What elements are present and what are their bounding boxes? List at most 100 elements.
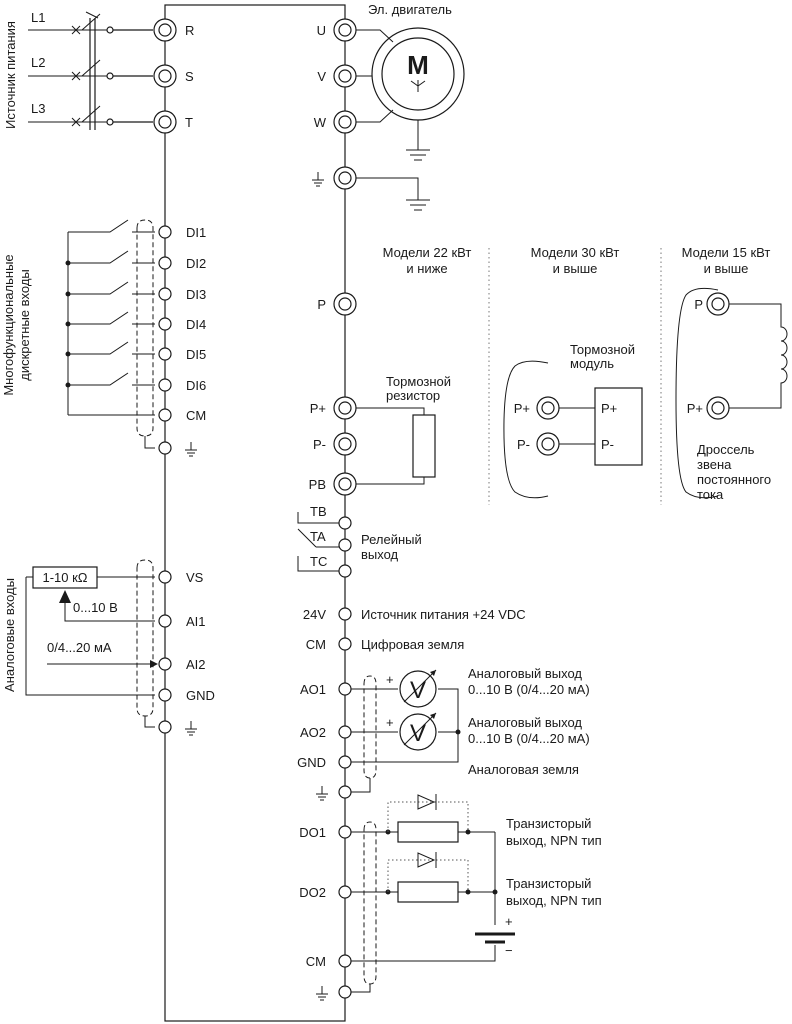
dc-choke-variant: Модели 15 кВт и выше P P+ Дроссель звена… [675, 245, 788, 502]
terminal-pplus-label: P+ [310, 401, 326, 416]
terminal-24v-label: 24V [303, 607, 326, 622]
di-terminals [158, 225, 172, 455]
choke-p-label: P [694, 297, 703, 312]
terminal-di3-label: DI3 [186, 287, 206, 302]
power-source: Источник питания L1 L2 L3 [3, 10, 153, 130]
choke-line4: тока [697, 487, 724, 502]
relay-output: TB TA TC Релейный выход [297, 504, 422, 578]
terminal-do2-label: DO2 [299, 885, 326, 900]
terminal-di5-label: DI5 [186, 347, 206, 362]
motor-inner-circle [381, 37, 455, 111]
terminal-di2-label: DI2 [186, 256, 206, 271]
current-arrow-icon [150, 660, 158, 668]
terminal-ai2-label: AI2 [186, 657, 206, 672]
terminal-v-label: V [317, 69, 326, 84]
model-15kw-line1: Модели 15 кВт [682, 245, 771, 260]
terminal-p-label: P [317, 297, 326, 312]
terminal-ao1-label: AO1 [300, 682, 326, 697]
voltage-range-label: 0...10 В [73, 600, 118, 615]
analog-outputs: AO1 AO2 GND V V + + Аналоговый выход 0..… [297, 666, 590, 801]
earth-terminal [312, 166, 430, 211]
terminal-tb-label: TB [310, 504, 327, 519]
inverter-body [164, 4, 346, 1022]
battery-minus: − [505, 943, 513, 958]
brake-module [594, 387, 643, 466]
do1-description-line1: Транзисторый [506, 816, 591, 831]
terminal-pb-label: PB [309, 477, 326, 492]
digital-ground-description: Цифровая земля [361, 637, 464, 652]
do2-description-line2: выход, NPN тип [506, 893, 602, 908]
diode-do2-icon [417, 852, 437, 868]
brake-module-line1: Тормозной [570, 342, 635, 357]
load-do1 [397, 821, 459, 843]
choke-line2: звена [697, 457, 732, 472]
terminal-ta-label: TA [310, 529, 326, 544]
do2-description-line1: Транзисторый [506, 876, 591, 891]
analog-inputs-title: Аналоговые входы [2, 578, 17, 692]
supply-24v-description: Источник питания +24 VDC [361, 607, 526, 622]
model-22kw-line2: и ниже [406, 261, 447, 276]
motor-symbol: M [407, 50, 429, 80]
voltmeter-ao2 [399, 713, 437, 751]
main-power-terminals: R S T [153, 18, 194, 134]
voltmeter-ao1 [399, 670, 437, 708]
battery [475, 932, 515, 944]
terminal-tc-label: TC [310, 554, 327, 569]
terminal-ao-gnd-label: GND [297, 755, 326, 770]
terminal-do1-label: DO1 [299, 825, 326, 840]
brake-module-pminus-side: P- [517, 437, 530, 452]
battery-plus: + [505, 914, 513, 929]
diode-do1-icon [417, 794, 437, 810]
current-range-label: 0/4...20 мА [47, 640, 112, 655]
relay-label-line2: выход [361, 547, 399, 562]
choke-line3: постоянного [697, 472, 771, 487]
terminal-pminus-label: P- [313, 437, 326, 452]
choke-line1: Дроссель [697, 442, 755, 457]
choke-pplus-label: P+ [687, 401, 703, 416]
digital-inputs-title-line1: Многофункциональные [1, 254, 16, 395]
do1-description-line2: выход, NPN тип [506, 833, 602, 848]
terminal-s-label: S [185, 69, 194, 84]
ao2-description-line1: Аналоговый выход [468, 715, 582, 730]
terminal-ai1-label: AI1 [186, 614, 206, 629]
brake-module-pminus-label: P- [601, 437, 614, 452]
voltmeter-ao2-symbol: V [410, 720, 426, 747]
ao1-description-line1: Аналоговый выход [468, 666, 582, 681]
terminal-r-label: R [185, 23, 194, 38]
digital-inputs-title-line2: дискретные входы [17, 269, 32, 381]
ao2-plus: + [386, 715, 394, 730]
phase-l2-label: L2 [31, 55, 45, 70]
brake-module-pplus-side: P+ [514, 401, 530, 416]
brake-resistor-line2: резистор [386, 388, 440, 403]
dc-bus: Модели 22 кВт и ниже P P+ P- PB Тормозно… [309, 245, 472, 496]
model-15kw-line2: и выше [704, 261, 749, 276]
transistor-outputs: DO1 DO2 CM + − Транзисторый выход, NPN т… [299, 794, 602, 1001]
terminal-t-label: T [185, 115, 193, 130]
phase-l1-label: L1 [31, 10, 45, 25]
supply-terminals: 24V Источник питания +24 VDC CM Цифровая… [303, 607, 526, 652]
terminal-gnd-label: GND [186, 688, 215, 703]
ao1-description-line2: 0...10 В (0/4...20 мА) [468, 682, 590, 697]
motor-title: Эл. двигатель [368, 2, 452, 17]
model-22kw-line1: Модели 22 кВт [383, 245, 472, 260]
model-30kw-line1: Модели 30 кВт [531, 245, 620, 260]
motor: Эл. двигатель M U V W [314, 2, 465, 161]
terminal-w-label: W [314, 115, 327, 130]
wiper-arrow-icon [59, 590, 71, 603]
terminal-ao2-label: AO2 [300, 725, 326, 740]
potentiometer-label: 1-10 кΩ [42, 570, 87, 585]
load-do2 [397, 881, 459, 903]
ao2-description-line2: 0...10 В (0/4...20 мА) [468, 731, 590, 746]
power-source-title: Источник питания [3, 21, 18, 129]
model-30kw-line2: и выше [553, 261, 598, 276]
inductor-coil [729, 303, 788, 409]
terminal-cm-label: CM [186, 408, 206, 423]
ground-icon [185, 442, 197, 457]
relay-label-line1: Релейный [361, 532, 422, 547]
voltmeter-ao1-symbol: V [410, 677, 426, 704]
brake-resistor-line1: Тормозной [386, 374, 451, 389]
brake-module-variant: Модели 30 кВт и выше P+ P- Тормозной мод… [503, 245, 643, 499]
terminal-di1-label: DI1 [186, 225, 206, 240]
brake-resistor [412, 414, 436, 478]
